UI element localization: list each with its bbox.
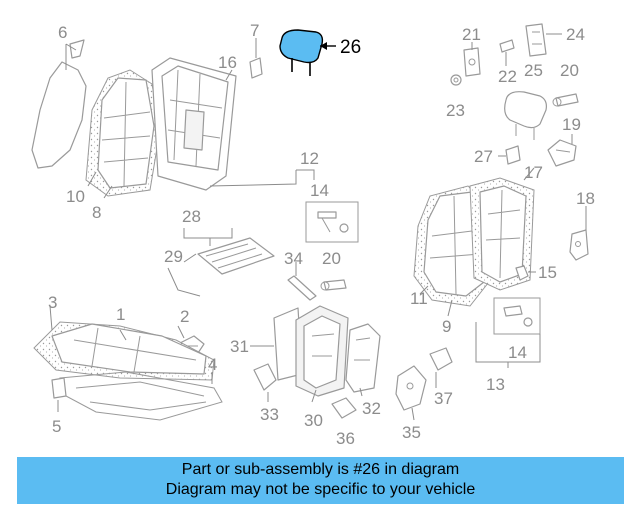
callout-labels: 6 7 16 26 21 24 22 25 20 23 19 27 17 12 …: [48, 21, 595, 448]
part-25-headrest: [504, 91, 547, 140]
callout-17: 17: [524, 163, 543, 182]
part-28-29-pad: [183, 228, 275, 275]
part-37-cap: [429, 347, 453, 371]
callout-35: 35: [402, 423, 421, 442]
callout-21: 21: [462, 25, 481, 44]
callout-23: 23: [446, 101, 465, 120]
rear-seatback-left: [85, 69, 161, 197]
leader-lines: [49, 69, 453, 421]
part-23-washer: [450, 74, 462, 86]
part-17-seatback-frame: [469, 167, 535, 291]
banner-line-disclaimer: Diagram may not be specific to your vehi…: [165, 481, 476, 498]
part-18-bracket: [569, 206, 589, 261]
part-27-bolt: [498, 145, 521, 165]
callout-37: 37: [434, 389, 453, 408]
callout-8: 8: [92, 203, 101, 222]
callout-7: 7: [250, 21, 259, 40]
part-36-cap: [331, 397, 357, 419]
part-34-strip: [287, 262, 317, 301]
callout-14-left: 14: [310, 181, 329, 200]
callout-18: 18: [576, 189, 595, 208]
callout-4: 4: [208, 355, 217, 374]
part-16-seatback-frame: [151, 57, 237, 191]
callout-33: 33: [260, 405, 279, 424]
callout-26-highlighted[interactable]: 26: [340, 37, 361, 58]
info-banner: Part or sub-assembly is #26 in diagram D…: [17, 457, 624, 504]
callout-3: 3: [48, 293, 57, 312]
callout-6: 6: [58, 23, 67, 42]
part-4-seat-frame: [59, 371, 223, 421]
callout-36: 36: [336, 429, 355, 448]
callout-11: 11: [410, 289, 428, 308]
callout-5: 5: [52, 417, 61, 436]
callout-12: 12: [300, 149, 319, 168]
callout-30: 30: [304, 411, 323, 430]
banner-line-part-info: Part or sub-assembly is #26 in diagram: [181, 461, 460, 478]
callout-19: 19: [562, 115, 581, 134]
part-15-clip: [515, 265, 536, 281]
part-24-guide: [525, 23, 562, 57]
callout-20-mid: 20: [322, 249, 341, 268]
part-6-side-trim: [31, 39, 87, 169]
part-1-seat-cushion: [51, 323, 207, 375]
part-32-cover: [345, 323, 381, 393]
part-13-14-group: [475, 297, 541, 368]
callout-20-top: 20: [560, 61, 579, 80]
part-21-bracket: [463, 42, 481, 77]
callout-29: 29: [164, 247, 183, 266]
callout-1: 1: [116, 305, 125, 324]
part-7-clip: [249, 38, 263, 79]
callout-34: 34: [284, 249, 303, 268]
callout-31: 31: [230, 337, 249, 356]
part-26-headrest: [279, 29, 336, 76]
part-22-pin: [499, 39, 515, 66]
part-35-bracket: [395, 365, 427, 411]
part-19-latch: [547, 134, 577, 167]
callout-25: 25: [524, 61, 543, 80]
callout-32: 32: [362, 399, 381, 418]
part-20-sleeve: [552, 93, 579, 107]
part-20-bolt: [320, 279, 347, 291]
part-5-latch: [51, 377, 67, 412]
callout-2: 2: [180, 307, 189, 326]
callout-15: 15: [538, 263, 557, 282]
callout-27: 27: [474, 147, 493, 166]
seat-parts-diagram: 6 7 16 26 21 24 22 25 20 23 19 27 17 12 …: [31, 21, 595, 448]
callout-16: 16: [218, 53, 237, 72]
callout-24: 24: [566, 25, 585, 44]
callout-10: 10: [66, 187, 85, 206]
callout-14-right: 14: [508, 343, 527, 362]
part-33-trim: [253, 363, 277, 402]
part-12-14-group: [209, 169, 359, 243]
callout-22: 22: [498, 67, 517, 86]
callout-9: 9: [442, 317, 451, 336]
part-30-armrest: [295, 305, 349, 397]
callout-28: 28: [182, 207, 201, 226]
callout-13: 13: [486, 375, 505, 394]
